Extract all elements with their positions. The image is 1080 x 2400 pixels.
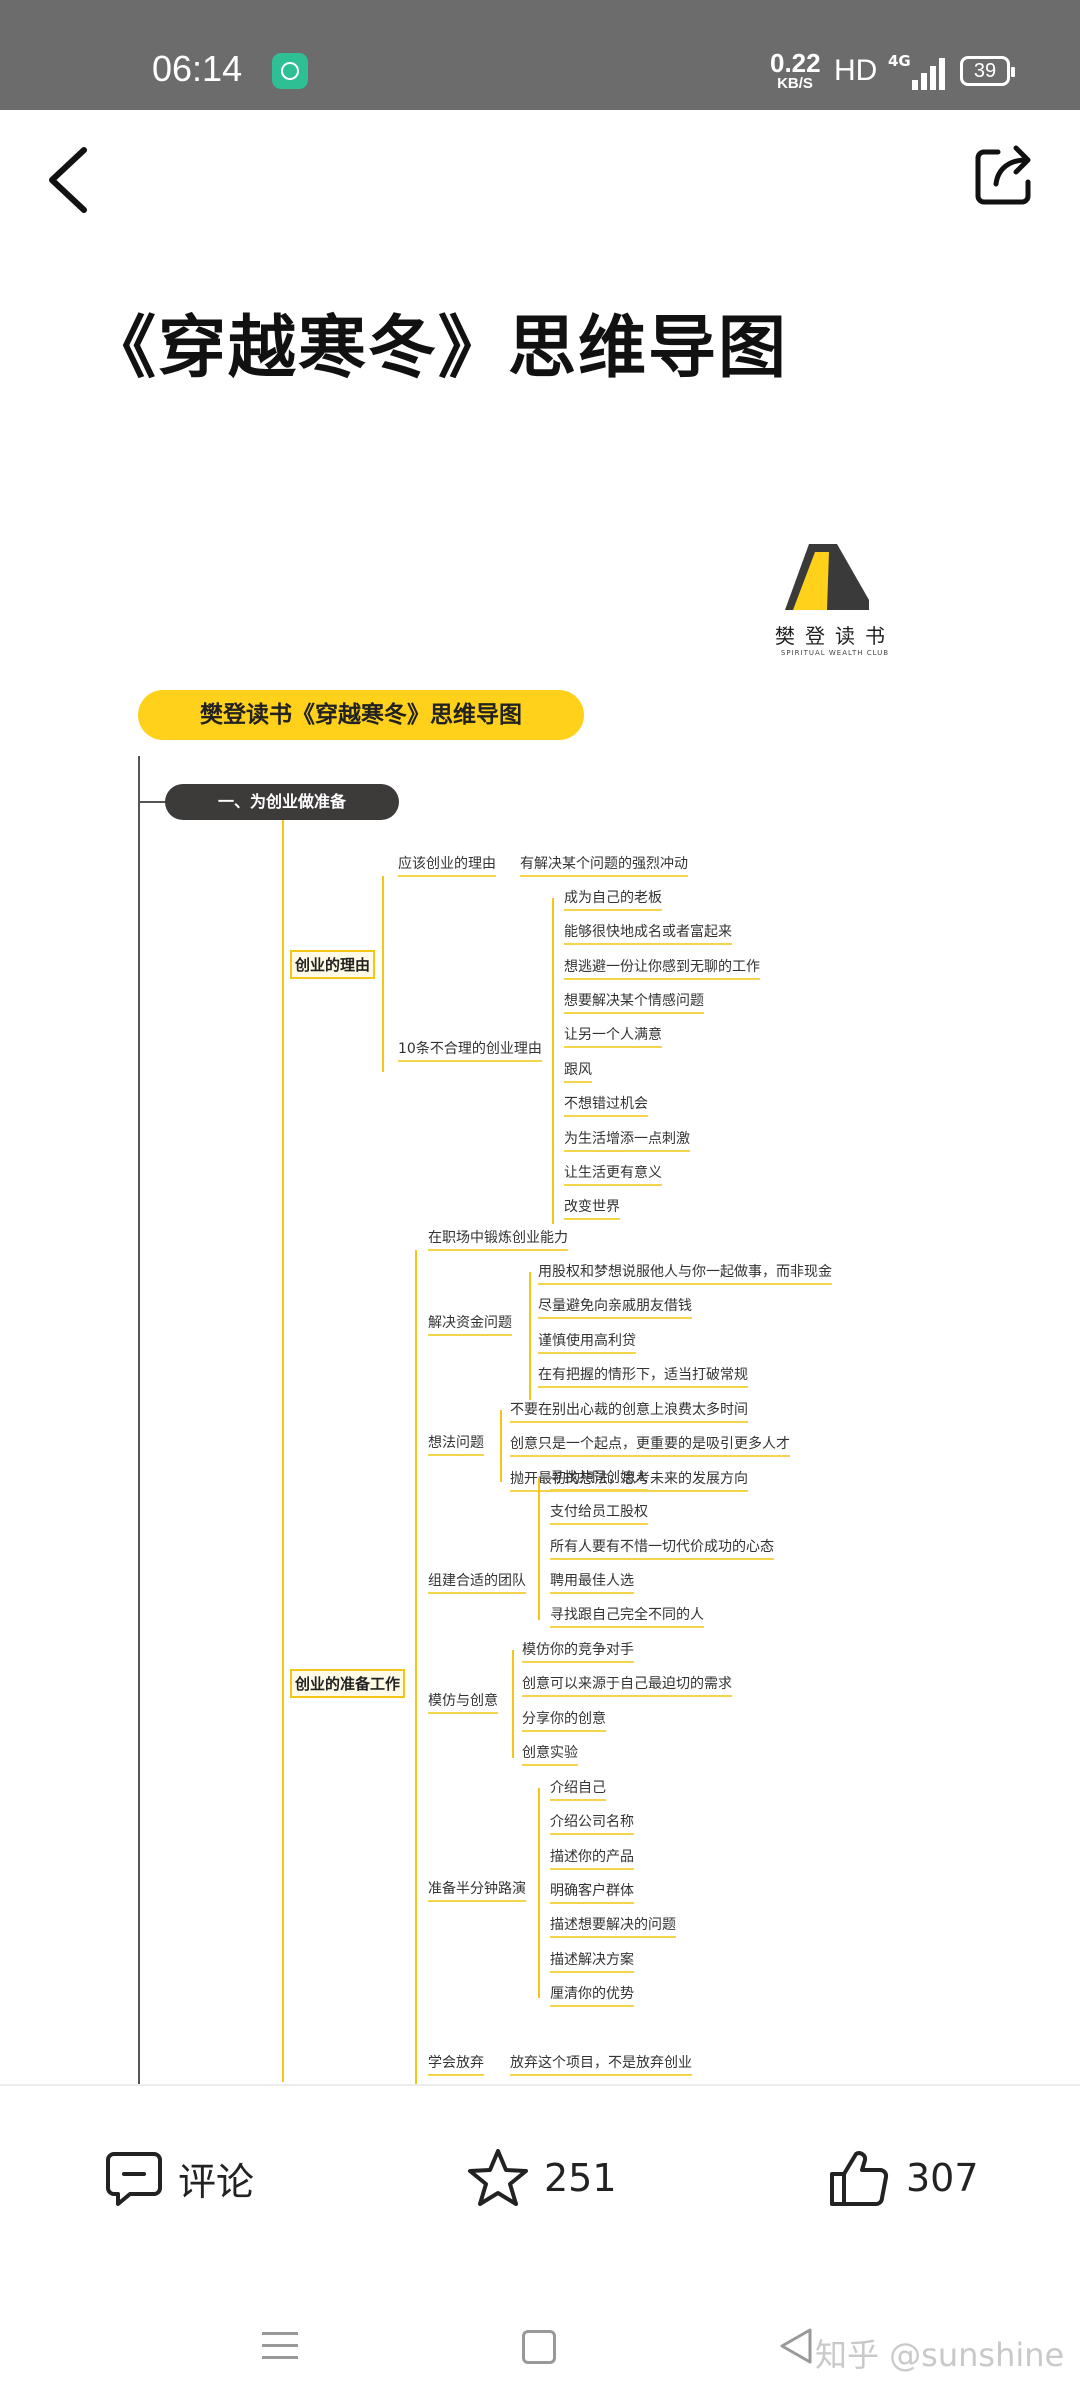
home-button[interactable] bbox=[522, 2330, 556, 2364]
mindmap-header: 樊登读书《穿越寒冬》思维导图 bbox=[138, 690, 584, 740]
leaf-invalid-reason: 想要解决某个情感问题 bbox=[564, 990, 704, 1014]
system-nav-bar: 知乎 @sunshine bbox=[0, 2290, 1080, 2400]
leaf-prep-item: 描述想要解决的问题 bbox=[550, 1914, 676, 1938]
page-title: 《穿越寒冬》思维导图 bbox=[88, 309, 789, 388]
network-speed-value: 0.22 bbox=[770, 48, 821, 78]
brand-logo-mark bbox=[785, 544, 869, 610]
comment-icon bbox=[106, 2152, 162, 2206]
leaf-invalid-reason: 成为自己的老板 bbox=[564, 887, 662, 911]
leaf-prep-item: 模仿你的竞争对手 bbox=[522, 1639, 634, 1663]
chevron-left-icon bbox=[49, 147, 87, 213]
brand-logo: 樊登读书 SPIRITUAL WEALTH CLUB bbox=[775, 540, 895, 657]
recent-apps-button[interactable] bbox=[262, 2332, 298, 2362]
mindmap-image[interactable]: 樊登读书 SPIRITUAL WEALTH CLUB 樊登读书《穿越寒冬》思维导… bbox=[120, 520, 960, 2084]
status-bar: 06:14 0.22 KB/S HD 4G 39 bbox=[0, 0, 1080, 110]
leaf-prep-item: 介绍自己 bbox=[550, 1777, 606, 1801]
node-prep-branch: 想法问题 bbox=[428, 1432, 484, 1456]
battery-icon: 39 bbox=[960, 56, 1015, 86]
leaf-prep-item: 尽量避免向亲戚朋友借钱 bbox=[538, 1295, 692, 1319]
leaf-prep-item: 明确客户群体 bbox=[550, 1880, 634, 1904]
leaf-prep-item: 分享你的创意 bbox=[522, 1708, 606, 1732]
node-prep-branch: 组建合适的团队 bbox=[428, 1570, 526, 1594]
network-speed-unit: KB/S bbox=[777, 75, 813, 92]
triangle-back-icon bbox=[780, 2328, 812, 2364]
leaf-prep-item: 介绍公司名称 bbox=[550, 1811, 634, 1835]
star-icon bbox=[468, 2149, 528, 2206]
mindmap-spine bbox=[138, 756, 140, 2084]
system-back-button[interactable] bbox=[776, 2326, 816, 2366]
share-button[interactable] bbox=[968, 140, 1040, 212]
leaf-invalid-reason: 改变世界 bbox=[564, 1196, 620, 1220]
back-button[interactable] bbox=[40, 140, 100, 220]
comment-label: 评论 bbox=[178, 2159, 255, 2204]
leaf-prep-item: 寻找共同创始人 bbox=[550, 1467, 648, 1491]
node-preparation: 创业的准备工作 bbox=[290, 1669, 406, 1698]
leaf-prep-item: 聘用最佳人选 bbox=[550, 1570, 634, 1594]
share-icon bbox=[975, 145, 1031, 205]
signal-icon: 4G bbox=[888, 50, 948, 90]
node-prep-branch: 学会放弃 bbox=[428, 2052, 484, 2076]
leaf-prep-item: 所有人要有不惜一切代价成功的心态 bbox=[550, 1536, 774, 1560]
status-time: 06:14 bbox=[152, 48, 243, 89]
leaf-prep-item: 描述你的产品 bbox=[550, 1846, 634, 1870]
leaf-prep-item: 在有把握的情形下，适当打破常规 bbox=[538, 1364, 748, 1388]
like-button[interactable]: 307 bbox=[828, 2140, 979, 2216]
leaf-prep-item: 抛开最初的想法，思考未来的发展方向 bbox=[510, 1468, 748, 1492]
leaf-invalid-reason: 让生活更有意义 bbox=[564, 1162, 662, 1186]
node-prep-branch: 解决资金问题 bbox=[428, 1312, 512, 1336]
leaf-prep-item: 描述解决方案 bbox=[550, 1949, 634, 1973]
app-notification-icon bbox=[272, 53, 308, 89]
leaf-prep-item: 支付给员工股权 bbox=[550, 1501, 648, 1525]
watermark: 知乎 @sunshine bbox=[815, 2336, 1065, 2374]
brand-logo-cn: 樊登读书 bbox=[775, 624, 895, 648]
node-prep-branch: 在职场中锻炼创业能力 bbox=[428, 1227, 568, 1251]
leaf-prep-item: 创意实验 bbox=[522, 1742, 578, 1766]
leaf-prep-item: 创意只是一个起点，更重要的是吸引更多人才 bbox=[510, 1433, 790, 1457]
leaf-invalid-reason: 跟风 bbox=[564, 1059, 592, 1083]
divider bbox=[0, 2084, 1080, 2086]
node-reasons: 创业的理由 bbox=[290, 950, 376, 979]
leaf-invalid-reason: 不想错过机会 bbox=[564, 1093, 648, 1117]
leaf-prep-item: 厘清你的优势 bbox=[550, 1983, 634, 2007]
leaf-prep-item: 不要在别出心裁的创意上浪费太多时间 bbox=[510, 1399, 748, 1423]
leaf-invalid-reason: 想逃避一份让你感到无聊的工作 bbox=[564, 956, 760, 980]
node-prep-branch: 模仿与创意 bbox=[428, 1690, 498, 1714]
leaf-prep-item: 放弃这个项目，不是放弃创业 bbox=[510, 2052, 692, 2076]
hd-indicator: HD bbox=[834, 54, 878, 87]
leaf-prep-item: 创意可以来源于自己最迫切的需求 bbox=[522, 1673, 732, 1697]
leaf-prep-item: 寻找跟自己完全不同的人 bbox=[550, 1604, 704, 1628]
like-count: 307 bbox=[906, 2156, 979, 2200]
node-valid-reason: 应该创业的理由 bbox=[398, 853, 496, 877]
favorite-button[interactable]: 251 bbox=[466, 2140, 617, 2216]
leaf-invalid-reason: 能够很快地成名或者富起来 bbox=[564, 921, 732, 945]
thumbs-up-icon bbox=[830, 2151, 889, 2206]
network-type: 4G bbox=[888, 52, 911, 70]
node-invalid-reasons: 10条不合理的创业理由 bbox=[398, 1038, 542, 1062]
comment-button[interactable]: 评论 bbox=[104, 2140, 254, 2216]
favorite-count: 251 bbox=[544, 2156, 617, 2200]
node-prep-branch: 准备半分钟路演 bbox=[428, 1878, 526, 1902]
leaf-invalid-reason: 让另一个人满意 bbox=[564, 1024, 662, 1048]
leaf-valid-reason: 有解决某个问题的强烈冲动 bbox=[520, 853, 688, 877]
mindmap-section: 一、为创业做准备 bbox=[165, 784, 399, 820]
network-speed: 0.22 KB/S bbox=[770, 48, 821, 92]
leaf-invalid-reason: 为生活增添一点刺激 bbox=[564, 1128, 690, 1152]
leaf-prep-item: 用股权和梦想说服他人与你一起做事，而非现金 bbox=[538, 1261, 832, 1285]
brand-logo-en: SPIRITUAL WEALTH CLUB bbox=[780, 649, 890, 657]
leaf-prep-item: 谨慎使用高利贷 bbox=[538, 1330, 636, 1354]
